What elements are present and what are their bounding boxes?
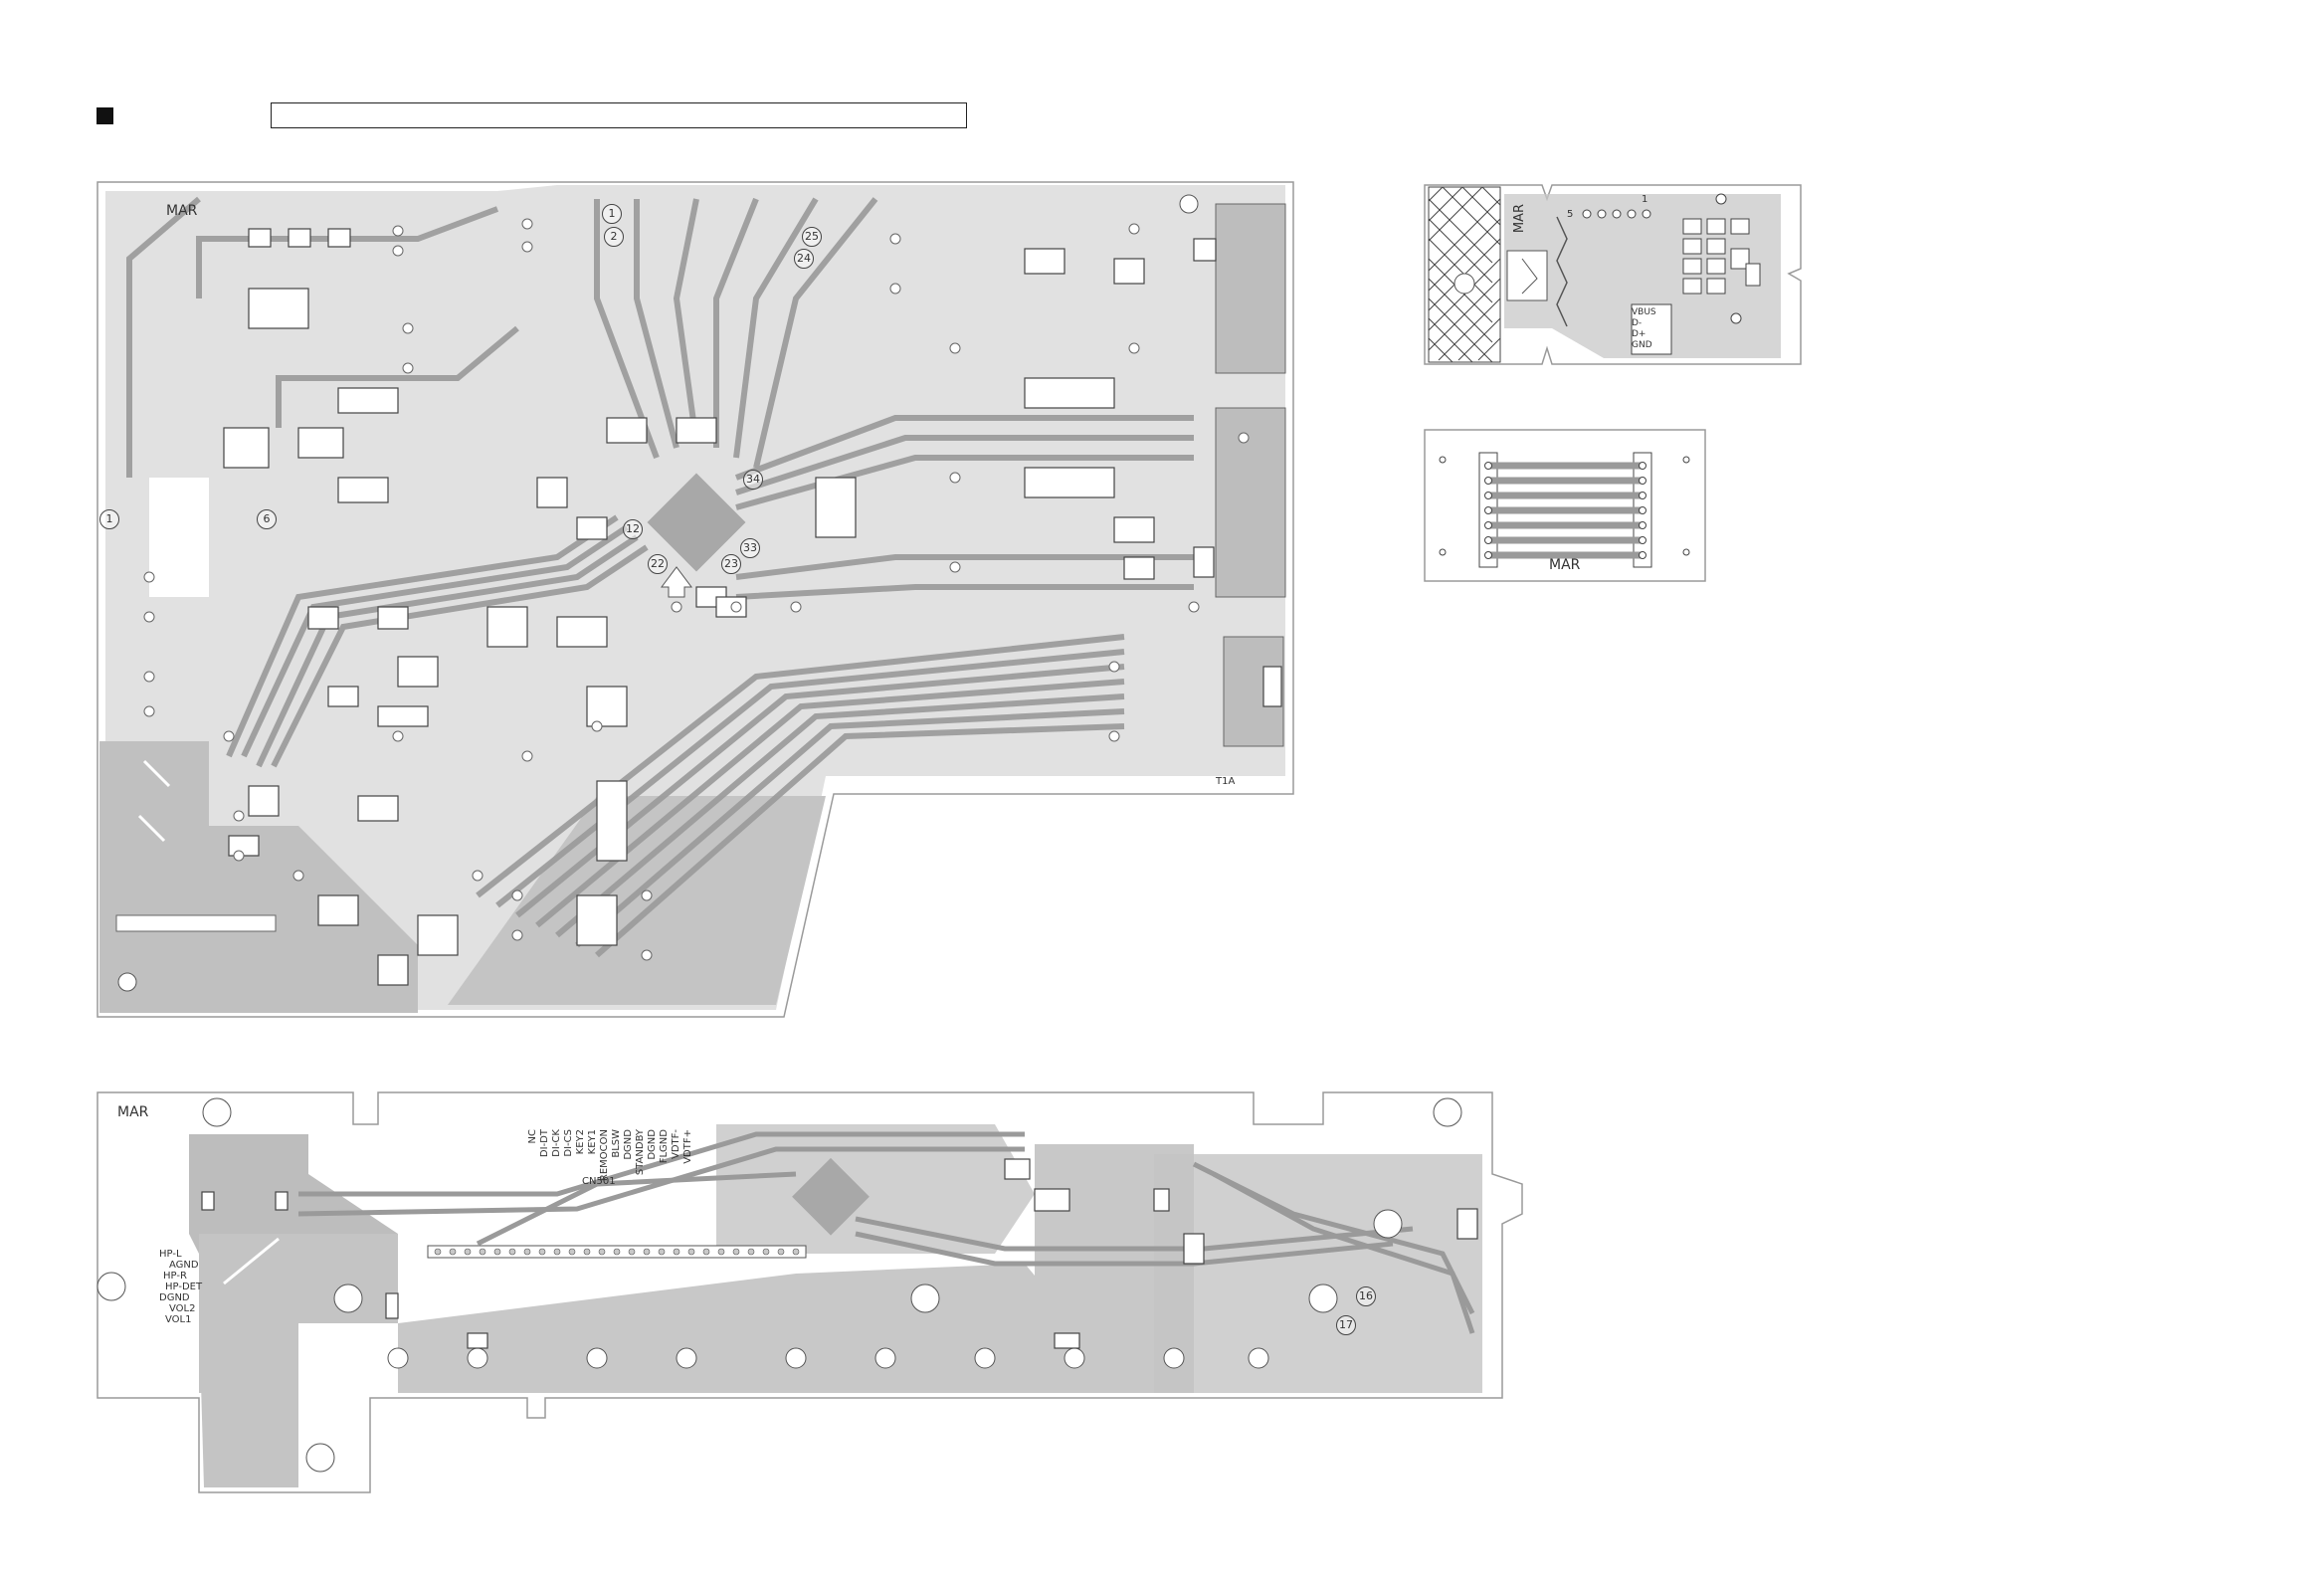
main-pin-number: 22: [648, 554, 668, 574]
front-right-signal: DI-DT: [539, 1129, 550, 1157]
front-right-signal: DI-CK: [551, 1129, 562, 1157]
front-right-signal: DGND: [647, 1129, 658, 1160]
usb-signal: VBUS: [1632, 307, 1671, 318]
front-left-signal: DGND: [159, 1292, 202, 1303]
main-pin-number: 34: [743, 470, 763, 490]
main-pin-number: 1: [602, 204, 622, 224]
front-right-signal: FLGND: [659, 1129, 670, 1163]
main-pin-number: 6: [257, 509, 277, 529]
main-pin-number: 23: [721, 554, 741, 574]
connector-board-marker-label: MAR: [1549, 557, 1580, 573]
front-board: [97, 1092, 1522, 1492]
main-pin-number: 1: [99, 509, 119, 529]
usb-pin-label: 5: [1567, 209, 1573, 220]
main-board: [97, 182, 1293, 1017]
main-pin-number: 12: [623, 519, 643, 539]
front-left-signal: HP-R: [159, 1271, 202, 1282]
usb-board: [1425, 185, 1801, 364]
front-right-signal: NC: [527, 1129, 538, 1143]
front-right-signal: VDTF-: [671, 1129, 681, 1159]
front-right-signal: BLSW: [611, 1129, 622, 1158]
front-right-signal: VDTF+: [682, 1129, 693, 1164]
front-pin-number: 17: [1336, 1315, 1356, 1335]
usb-signal-box: VBUS D- D+ GND: [1632, 307, 1671, 353]
front-left-signal-list: HP-L AGND HP-R HP-DET DGND VOL2 VOL1: [159, 1249, 202, 1325]
front-right-signal: DGND: [623, 1129, 634, 1160]
front-right-signal: DI-CS: [563, 1129, 574, 1157]
usb-board-marker-label: MAR: [1512, 204, 1527, 233]
front-left-signal: HP-DET: [159, 1282, 202, 1292]
usb-pin-label: 1: [1642, 194, 1647, 205]
front-left-signal: HP-L: [159, 1249, 202, 1260]
front-left-signal: VOL2: [159, 1303, 202, 1314]
main-pin-number: 2: [604, 227, 624, 247]
front-right-signal: STANDBY: [635, 1129, 646, 1175]
usb-signal: GND: [1632, 340, 1671, 351]
main-board-corner-label: T1A: [1216, 776, 1235, 787]
front-right-signal: REMOCON: [599, 1129, 610, 1181]
main-pin-number: 33: [740, 538, 760, 558]
front-right-signal: KEY1: [587, 1129, 598, 1154]
front-board-marker-label: MAR: [117, 1104, 148, 1120]
usb-signal: D-: [1632, 318, 1671, 329]
front-left-signal: AGND: [159, 1260, 202, 1271]
usb-signal: D+: [1632, 329, 1671, 340]
main-board-marker-label: MAR: [166, 203, 197, 219]
front-left-signal: VOL1: [159, 1314, 202, 1325]
main-pin-number: 25: [802, 227, 822, 247]
front-right-signal: KEY2: [575, 1129, 586, 1154]
front-pin-number: 16: [1356, 1286, 1376, 1306]
main-pin-number: 24: [794, 249, 814, 269]
